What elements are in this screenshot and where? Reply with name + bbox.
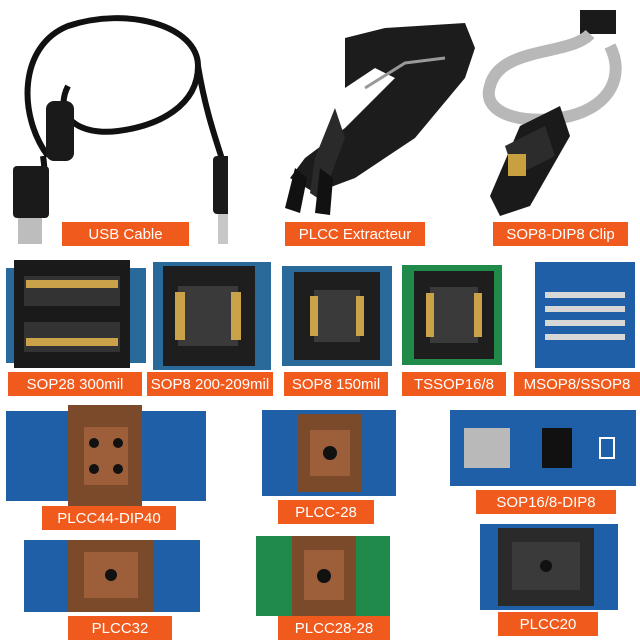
tssop16-adapter-image xyxy=(402,265,502,365)
label-plcc28-28: PLCC28-28 xyxy=(278,616,390,640)
label-sop8-dip8-clip: SOP8-DIP8 Clip xyxy=(493,222,628,246)
label-sop16-8-dip8: SOP16/8-DIP8 xyxy=(476,490,616,514)
label-sop8-200-209mil: SOP8 200-209mil xyxy=(147,372,273,396)
plcc28-blue-adapter-image xyxy=(262,410,396,496)
label-plcc-28: PLCC-28 xyxy=(278,500,374,524)
sop8-150-adapter-image xyxy=(282,266,392,366)
plcc32-adapter-image xyxy=(24,540,200,612)
sop28-adapter-image xyxy=(6,258,146,370)
label-plcc20: PLCC20 xyxy=(498,612,598,636)
sop8-200-adapter-image xyxy=(153,262,271,370)
label-sop28-300mil: SOP28 300mil xyxy=(8,372,142,396)
plcc-extractor-image xyxy=(275,18,475,223)
sop8-clip-image xyxy=(450,6,630,221)
label-sop8-150mil: SOP8 150mil xyxy=(284,372,388,396)
plcc28-green-adapter-image xyxy=(256,536,390,616)
sop16-dip8-adapter-image xyxy=(450,410,636,486)
label-msop8-ssop8: MSOP8/SSOP8 xyxy=(514,372,640,396)
msop8-adapter-image xyxy=(535,262,635,368)
label-tssop16-8: TSSOP16/8 xyxy=(402,372,506,396)
plcc20-adapter-image xyxy=(480,524,618,610)
label-plcc-extracteur: PLCC Extracteur xyxy=(285,222,425,246)
label-plcc44-dip40: PLCC44-DIP40 xyxy=(42,506,176,530)
label-usb-cable: USB Cable xyxy=(62,222,189,246)
usb-cable-image xyxy=(8,6,228,246)
label-plcc32: PLCC32 xyxy=(68,616,172,640)
plcc44-adapter-image xyxy=(6,405,206,507)
